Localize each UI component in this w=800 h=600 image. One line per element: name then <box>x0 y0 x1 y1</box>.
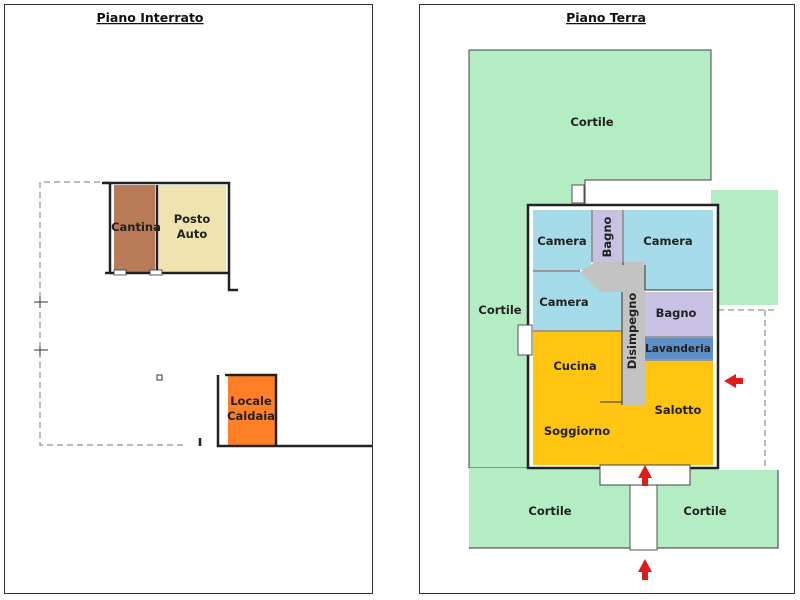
label-cortile-bottom-right: Cortile <box>683 504 726 518</box>
side-stairs <box>517 324 533 356</box>
walls-caldaia <box>198 373 372 448</box>
room-bagno-top <box>593 210 622 265</box>
panel-piano-terra: Piano Terra Cortile Cortile Cortile Cort… <box>419 4 795 594</box>
room-living <box>533 332 713 465</box>
path-arrow-icon <box>638 559 652 580</box>
label-cortile-left: Cortile <box>478 303 521 317</box>
room-bagno-r <box>645 292 713 336</box>
label-cucina: Cucina <box>553 359 596 373</box>
label-cortile-bottom-left: Cortile <box>528 504 571 518</box>
panel-frame <box>4 4 373 594</box>
label-locale: Locale <box>230 394 272 408</box>
label-bagno-top: Bagno <box>600 216 614 257</box>
garden-bottom <box>469 468 778 548</box>
room-cantina <box>114 185 155 272</box>
panel-piano-interrato: Piano Interrato Cantina Posto Auto Local… <box>4 4 373 594</box>
outline-mark <box>34 296 48 356</box>
label-caldaia: Caldaia <box>227 409 275 423</box>
side-entrance-arrow-icon <box>724 374 743 388</box>
label-soggiorno: Soggiorno <box>544 424 610 438</box>
room-posto-auto <box>159 185 226 272</box>
room-disimpegno <box>580 262 645 405</box>
label-camera-l: Camera <box>539 295 588 309</box>
panel-title: Piano Interrato <box>96 10 203 25</box>
room-camera-tl <box>533 210 591 270</box>
outline-dashed <box>39 181 185 446</box>
room-lavanderia <box>645 338 713 359</box>
label-disimpegno: Disimpegno <box>625 293 639 370</box>
pillar <box>156 374 163 381</box>
label-posto: Posto <box>174 212 211 226</box>
label-cantina: Cantina <box>111 220 161 234</box>
house-walls <box>526 203 720 470</box>
label-camera-tr: Camera <box>643 234 692 248</box>
label-bagno-r: Bagno <box>656 306 697 320</box>
garden-right <box>711 190 778 305</box>
garden-edge <box>469 470 779 549</box>
label-salotto: Salotto <box>655 403 702 417</box>
label-auto: Auto <box>177 227 208 241</box>
label-camera-tl: Camera <box>537 234 586 248</box>
terrace-outline <box>718 309 778 470</box>
label-lavanderia: Lavanderia <box>645 343 711 355</box>
panel-title: Piano Terra <box>566 10 646 25</box>
window <box>149 269 163 276</box>
rear-stairs <box>571 184 585 204</box>
label-cortile-top: Cortile <box>570 115 613 129</box>
window <box>113 269 127 276</box>
path-entrance <box>629 484 658 551</box>
walls <box>102 181 238 292</box>
room-locale-caldaia <box>228 375 275 445</box>
entrance-arrow-icon <box>638 465 652 486</box>
internal-walls <box>533 210 713 405</box>
